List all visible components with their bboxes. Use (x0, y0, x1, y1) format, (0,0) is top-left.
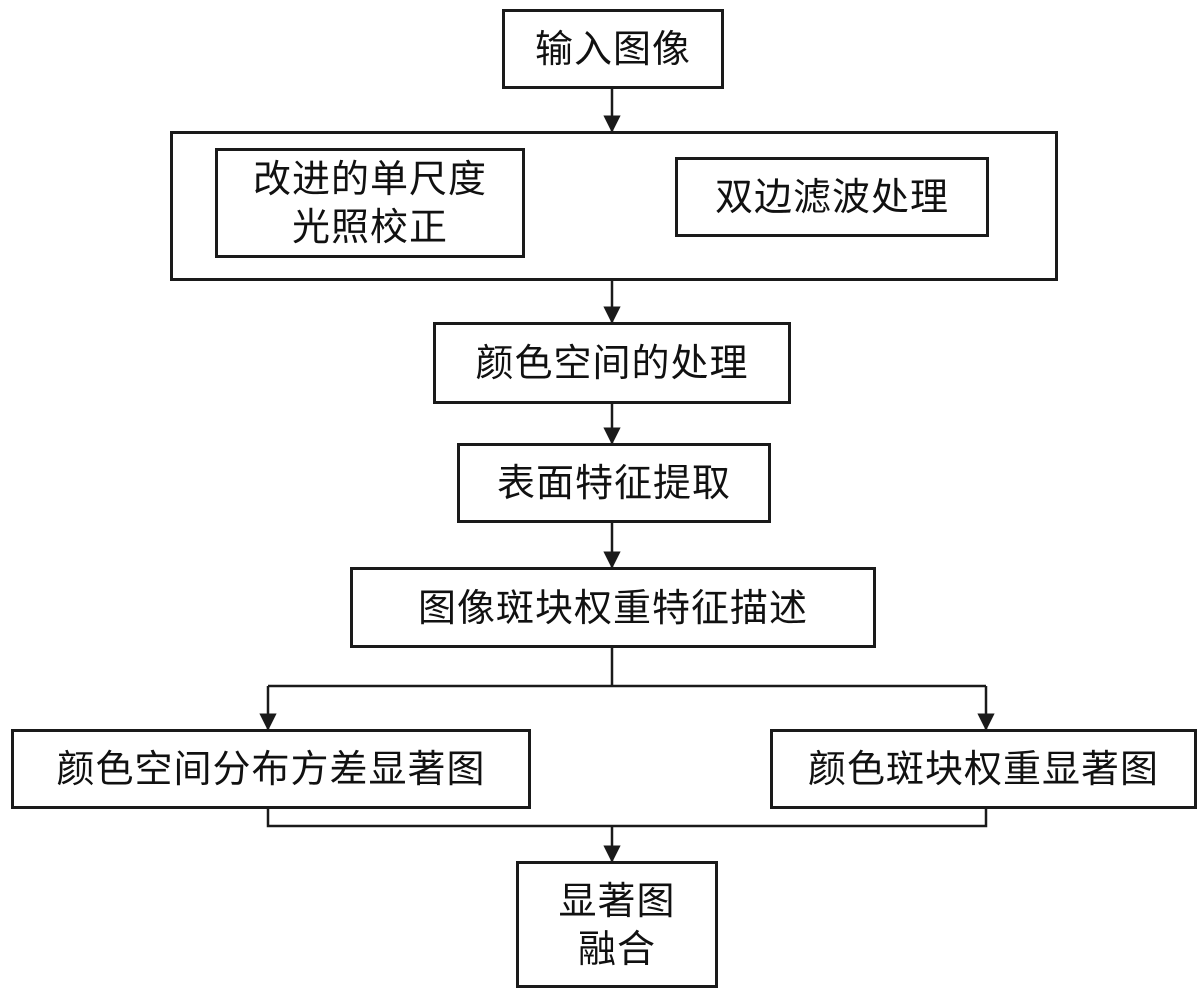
input-image-box: 输入图像 (502, 9, 724, 89)
illumination-correction-box: 改进的单尺度 光照校正 (215, 148, 525, 258)
patch-saliency-label: 颜色斑块权重显著图 (807, 747, 1159, 791)
variance-saliency-box: 颜色空间分布方差显著图 (11, 729, 531, 809)
color-space-box: 颜色空间的处理 (433, 322, 791, 404)
surface-feature-label: 表面特征提取 (496, 461, 731, 505)
patch-weight-label: 图像斑块权重特征描述 (417, 585, 808, 630)
bilateral-filter-box: 双边滤波处理 (675, 157, 989, 237)
variance-saliency-label: 颜色空间分布方差显著图 (56, 747, 486, 791)
patch-weight-box: 图像斑块权重特征描述 (350, 567, 876, 648)
bilateral-filter-label: 双边滤波处理 (714, 175, 949, 219)
saliency-fusion-label: 显著图 融合 (558, 878, 676, 971)
surface-feature-box: 表面特征提取 (457, 443, 771, 523)
input-image-label: 输入图像 (534, 27, 691, 71)
patch-saliency-box: 颜色斑块权重显著图 (770, 729, 1197, 809)
illumination-correction-label: 改进的单尺度 光照校正 (252, 157, 487, 249)
saliency-fusion-box: 显著图 融合 (516, 861, 718, 988)
merge-connector (266, 807, 988, 828)
color-space-label: 颜色空间的处理 (475, 341, 749, 385)
